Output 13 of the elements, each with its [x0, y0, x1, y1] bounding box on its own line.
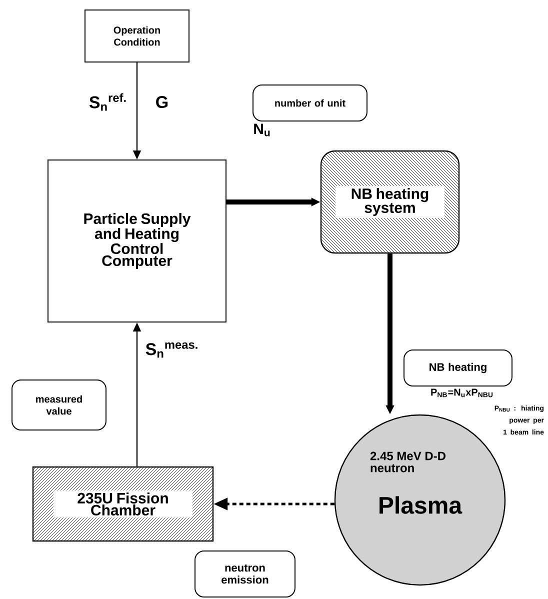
symbol-label: S$_{n}$meas. — [146, 342, 198, 358]
note-bubble: NB heating — [404, 350, 512, 386]
hatched-box: NB heating system — [320, 150, 460, 254]
note-bubble: measured value — [12, 380, 106, 430]
note-bubble: neutron emission — [194, 550, 296, 598]
symbol-label: S$_{n}$ref. — [89, 93, 126, 111]
symbol-label: G — [156, 96, 168, 108]
symbol-label: N$_{u}$ — [254, 124, 270, 136]
note-bubble: number of unit — [252, 84, 368, 122]
process-box: Particle Supply and Heating Control Computer — [48, 160, 226, 322]
hatched-box: 235U Fission Chamber — [32, 466, 214, 542]
process-box: Operation Condition — [84, 10, 190, 62]
formula-label: P$_{NB}$=N$_{u}$xP$_{NBU}$ — [431, 388, 493, 398]
